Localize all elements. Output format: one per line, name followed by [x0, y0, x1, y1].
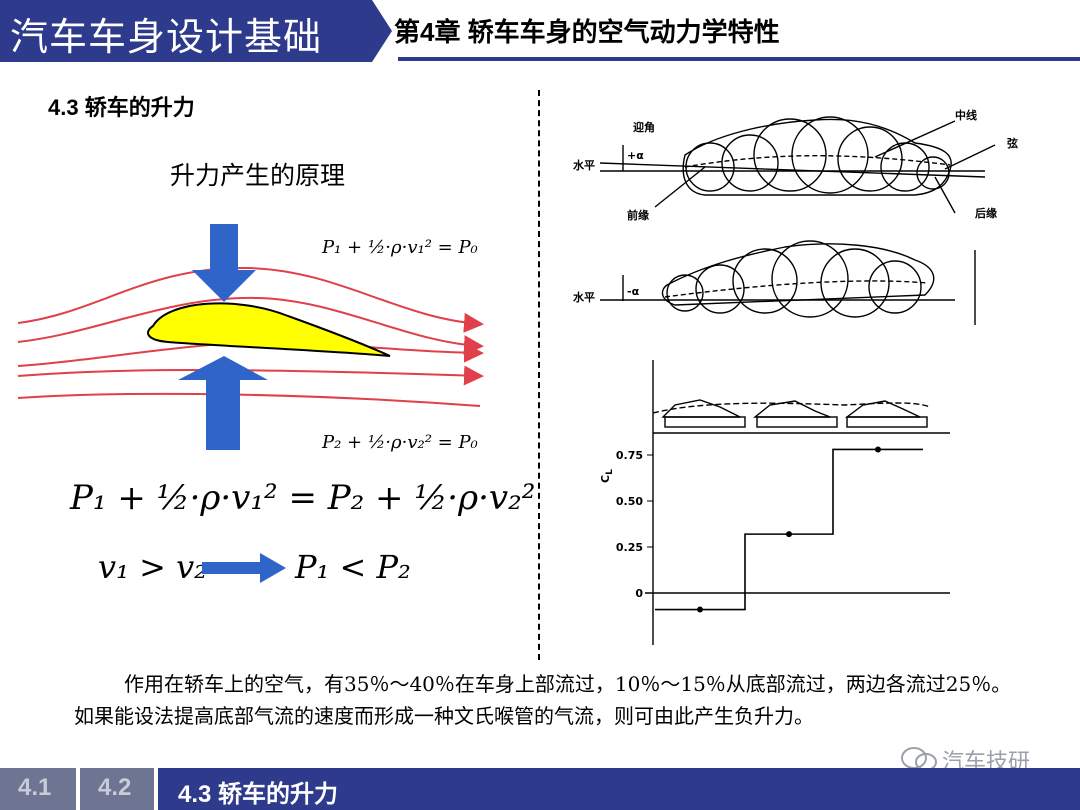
- label-chord: 弦: [1007, 136, 1018, 150]
- down-arrow: [192, 224, 256, 302]
- equation-top: P₁ + ½·ρ·v₁² = P₀: [322, 237, 478, 258]
- label-mean-line: 中线: [955, 108, 977, 122]
- cl-data-point: [875, 446, 881, 453]
- header-underline: [398, 57, 1080, 61]
- course-title: 汽车车身设计基础: [10, 15, 323, 59]
- column-divider: [538, 90, 540, 660]
- footer-tab-4-2[interactable]: 4.2: [80, 768, 154, 810]
- up-arrow: [178, 356, 268, 450]
- footer-tab-label: 4.2: [98, 774, 132, 801]
- car-bottom-circle: [666, 274, 704, 312]
- cl-data-point: [697, 606, 703, 613]
- chart-y-label-sub: L: [605, 469, 615, 475]
- equation-main: P₁ + ½·ρ·v₁² = P₂ + ½·ρ·v₂²: [70, 478, 536, 518]
- car-bottom-circle: [771, 240, 849, 318]
- equation-pressure: P₁ < P₂: [295, 548, 411, 586]
- header-banner: 汽车车身设计基础: [0, 0, 400, 62]
- car-bottom-circle: [820, 248, 890, 318]
- airfoil-diagram: [18, 224, 484, 450]
- car-circle-figure: 迎角 +α 水平 中线 弦 前缘 后缘 -α 水平: [573, 108, 1018, 325]
- label-angle-of-attack: 迎角: [633, 120, 655, 134]
- flow-line-5: [18, 392, 481, 407]
- footer-tab-4-1[interactable]: 4.1: [0, 768, 76, 810]
- flow-line-1: [18, 266, 484, 333]
- lift-diagram-title: 升力产生的原理: [170, 161, 346, 190]
- chart-y-tick-label: 0: [635, 587, 643, 600]
- flow-line-2: [18, 296, 484, 356]
- car-top-circle: [721, 134, 779, 192]
- chart-y-tick-label: 0.75: [616, 449, 643, 462]
- label-plus-alpha: +α: [627, 149, 644, 162]
- chart-y-tick-label: 0.25: [616, 541, 643, 554]
- car-top-circle: [916, 156, 950, 190]
- cl-data-point: [786, 531, 792, 538]
- footer-tab-label: 4.3 轿车的升力: [178, 781, 339, 808]
- cl-chart: 0.75 0.50 0.25 0 CL: [599, 360, 950, 645]
- cl-step-line: [655, 448, 923, 611]
- chart-y-tick-label: 0.50: [616, 495, 643, 508]
- equation-velocity: v₁ > v₂: [98, 548, 207, 586]
- chapter-title: 第4章 轿车车身的空气动力学特性: [394, 17, 780, 47]
- label-leading-edge: 前缘: [627, 208, 649, 222]
- header-banner-shape: [0, 0, 392, 62]
- svg-text:CL: CL: [599, 469, 615, 483]
- car-top-outline: [682, 118, 952, 196]
- footer-tab-4-3[interactable]: 4.3 轿车的升力: [158, 768, 1080, 810]
- car-top-circle: [791, 116, 869, 194]
- implies-arrow: [202, 553, 286, 583]
- label-horizontal-top: 水平: [573, 158, 595, 172]
- label-horizontal-bottom: 水平: [573, 290, 595, 304]
- description-paragraph: 作用在轿车上的空气，有35％～40％在车身上部流过，10％～15％从底部流过，两…: [74, 672, 1012, 728]
- mean-line: [684, 155, 951, 168]
- label-minus-alpha: -α: [627, 285, 640, 298]
- mean-line-bottom: [664, 280, 928, 298]
- car-bottom-circle: [695, 264, 745, 314]
- airfoil-shape: [147, 302, 391, 357]
- equation-bottom: P₂ + ½·ρ·v₂² = P₀: [322, 432, 478, 453]
- footer-tab-label: 4.1: [18, 774, 52, 801]
- chord-line: [599, 162, 986, 178]
- section-title: 4.3 轿车的升力: [48, 95, 195, 120]
- car-bottom-circle: [868, 260, 922, 314]
- car-top-circle: [753, 118, 827, 192]
- flow-line-4: [18, 365, 484, 386]
- label-trailing-edge: 后缘: [975, 206, 997, 220]
- chart-y-label: C: [599, 475, 612, 483]
- car-bottom-circle: [732, 248, 798, 314]
